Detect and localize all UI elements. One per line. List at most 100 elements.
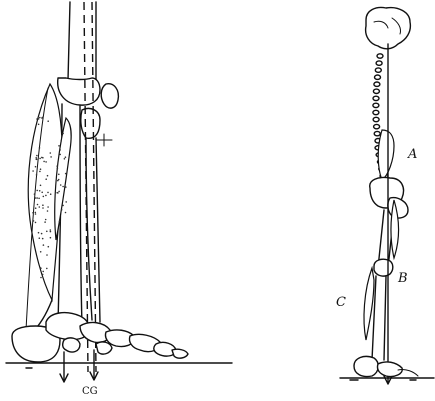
stipple-dot [65,186,67,188]
stipple-dot [36,155,38,157]
label-b: B [397,271,408,286]
stipple-dot [42,238,44,240]
stipple-dot [50,193,52,195]
stipple-dot [44,221,46,223]
vertebra [373,89,379,93]
stipple-dot [42,271,44,273]
stipple-dot [39,190,41,192]
stipple-dot [65,201,67,203]
stipple-dot [40,267,42,269]
vertebra [373,110,379,114]
stipple-dot [62,205,64,207]
stipple-dot [50,156,52,158]
fibula [86,138,100,322]
stipple-dot [65,173,67,175]
stipple-dot [58,145,60,147]
stipple-dot [62,133,64,135]
stipple-dot [36,190,38,192]
stipple-dot [65,156,67,158]
stipple-dot [36,197,38,199]
vertebra [374,131,380,135]
knee-joint [58,78,100,105]
stipple-dot [35,222,37,224]
stipple-dot [50,152,52,154]
stipple-dot [40,251,42,253]
stipple-dot [41,192,43,194]
label-cg: CG [82,386,98,397]
vertebra [376,61,382,65]
stipple-dot [35,213,37,215]
stipple-dot [60,140,62,142]
stipple-dot [56,165,58,167]
stipple-dot [36,118,38,120]
stipple-dot [59,149,61,151]
stipple-dot [62,186,64,188]
vertebra [377,54,383,58]
stipple-dot [36,174,38,176]
stipple-dot [57,167,59,169]
stipple-dot [60,184,62,186]
stipple-dot [42,207,44,209]
stipple-dot [40,168,42,170]
stipple-dot [41,117,43,119]
stipple-dot [58,191,60,193]
calf-muscle-right [364,268,374,340]
stipple-dot [47,192,49,194]
stipple-dot [38,198,40,200]
knee-right [374,259,393,276]
stipple-dot [41,233,43,235]
stipple-dot [43,196,45,198]
vertebra [374,82,380,86]
stipple-dot [39,206,41,208]
stipple-dot [43,161,45,163]
stipple-dot [45,219,47,221]
gravity-line [84,2,88,372]
stipple-dot [58,174,60,176]
stipple-dot [42,274,44,276]
skeleton-panel: A B C [336,8,434,385]
stipple-dot [46,254,48,256]
vertebra [375,75,381,79]
stipple-dot [47,120,49,122]
stipple-dot [47,210,49,212]
stipple-dot [58,179,60,181]
vertebra [375,68,381,72]
leg-panel: CG [6,2,232,397]
stipple-dot [45,161,47,163]
fibula-head [81,108,100,138]
stipple-dot [43,244,45,246]
stipple-dot [50,237,52,239]
stipple-dot [35,157,37,159]
stipple-dot [50,229,52,231]
stipple-dot [38,118,40,120]
stipple-dot [35,207,37,209]
stipple-dot [42,204,44,206]
stipple-dot [39,158,41,160]
stipple-dot [40,185,42,187]
stipple-dot [65,212,67,214]
stipple-dot [36,159,38,161]
stipple-dot [39,171,41,173]
stipple-dot [64,158,66,160]
label-c: C [336,295,346,310]
stipple-dot [34,193,36,195]
stipple-dot [40,277,42,279]
stipple-dot [61,135,63,137]
stipple-dot [38,232,40,234]
femur [68,2,96,80]
stipple-dot [32,212,34,214]
vertebra [373,117,379,121]
stipple-dot [35,166,37,168]
stipple-dot [50,231,52,233]
vertebra [374,124,380,128]
stipple-dot [61,209,63,211]
stipple-dot [33,220,35,222]
stipple-dot [45,195,47,197]
stipple-dot [47,175,49,177]
stipple-dot [32,170,34,172]
stipple-dot [39,117,41,119]
stipple-dot [59,154,61,156]
label-a: A [407,147,417,162]
stipple-dot [45,178,47,180]
